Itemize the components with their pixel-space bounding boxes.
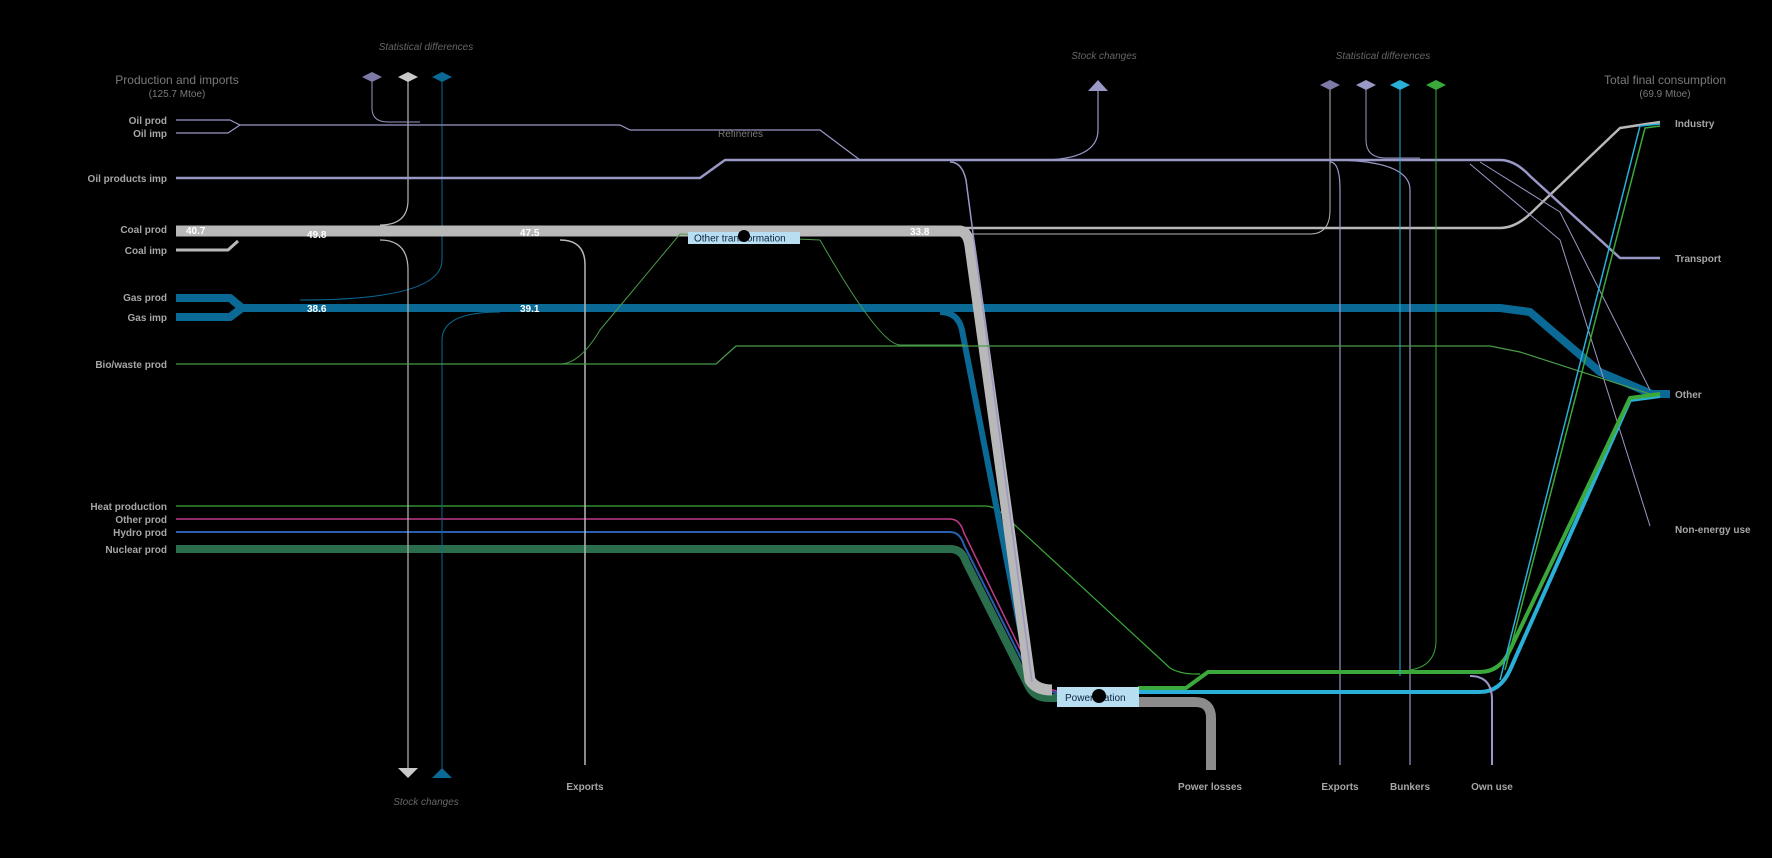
flow-oil-to-nonenergy xyxy=(1469,163,1651,527)
flow-value: 47.5 xyxy=(520,228,540,239)
flow-bio xyxy=(176,345,1651,395)
stat-diff-left-label: Statistical differences xyxy=(379,42,474,53)
other-transformation-handle-icon[interactable] xyxy=(738,230,750,242)
flow-value: 49.8 xyxy=(307,230,327,241)
flow-value: 39.1 xyxy=(520,304,540,315)
sink-label[interactable]: Other xyxy=(1675,390,1702,401)
flow-oil-bunkers xyxy=(1329,159,1411,765)
source-label[interactable]: Heat production xyxy=(90,502,167,513)
flow-oil-to-other xyxy=(1479,161,1651,391)
flow-coal-imp xyxy=(176,239,240,252)
flow-value: 40.7 xyxy=(186,226,206,237)
flow-coal-to-industry xyxy=(960,120,1661,230)
flow-electricity xyxy=(1138,394,1661,694)
flow-coal-stat-diff xyxy=(379,78,409,226)
sink-label[interactable]: Transport xyxy=(1675,254,1722,265)
right-header-title: Total final consumption xyxy=(1604,73,1726,87)
flow-gas-stock xyxy=(441,311,501,770)
flow-coal-stat-diff-right xyxy=(970,82,1331,235)
flow-heat-output xyxy=(1138,392,1661,690)
source-label[interactable]: Coal prod xyxy=(120,225,167,236)
diamond-icon xyxy=(398,72,418,82)
flow-gas-prod xyxy=(176,294,1670,398)
transformation-nodes: Other transformation Power station Refin… xyxy=(688,129,1139,707)
stock-changes-bottom-label: Stock changes xyxy=(393,797,459,808)
flow-power-losses xyxy=(1135,697,1216,770)
triangle-up-icon xyxy=(1088,80,1108,91)
source-label[interactable]: Other prod xyxy=(115,515,167,526)
diamond-icon xyxy=(1356,80,1376,90)
flow-value: 33.8 xyxy=(910,227,930,238)
flows xyxy=(176,78,1670,770)
source-label[interactable]: Gas prod xyxy=(123,293,167,304)
bottom-labels: Exports Power losses Exports Bunkers Own… xyxy=(566,782,1513,793)
bottom-label[interactable]: Power losses xyxy=(1178,782,1242,793)
markers xyxy=(362,72,1446,778)
flow-heat xyxy=(176,505,1200,675)
flow-nuclear xyxy=(176,545,1062,702)
source-label[interactable]: Gas imp xyxy=(128,313,167,324)
flow-other-prod xyxy=(176,518,1061,693)
bottom-label[interactable]: Exports xyxy=(1321,782,1359,793)
flow-oil-stock-top xyxy=(1039,82,1099,161)
flow-oil-to-power xyxy=(949,161,1033,683)
flow-coal-stock xyxy=(379,239,409,770)
stat-diff-right-label: Statistical differences xyxy=(1336,51,1431,62)
flow-oil-stat-diff-right xyxy=(1365,82,1420,159)
flow-gas-stat-diff xyxy=(299,78,443,301)
bottom-label[interactable]: Exports xyxy=(566,782,604,793)
source-label[interactable]: Oil imp xyxy=(133,129,167,140)
right-header-total: (69.9 Mtoe) xyxy=(1639,89,1690,100)
flow-own-use xyxy=(1469,675,1493,765)
source-label[interactable]: Hydro prod xyxy=(113,528,167,539)
flow-electricity-industry xyxy=(1499,123,1661,681)
sink-labels: Industry Transport Other Non-energy use xyxy=(1675,119,1751,536)
source-label[interactable]: Oil prod xyxy=(129,116,167,127)
diamond-icon xyxy=(1426,80,1446,90)
diamond-icon xyxy=(432,72,452,82)
flow-heat-industry xyxy=(1504,125,1661,671)
flow-gas-to-power xyxy=(939,309,1053,695)
flow-oil-imp xyxy=(176,124,241,134)
diamond-icon xyxy=(362,72,382,82)
flow-green-stat xyxy=(1409,82,1437,671)
source-label[interactable]: Nuclear prod xyxy=(105,545,167,556)
left-header-total: (125.7 Mtoe) xyxy=(149,89,206,100)
source-label[interactable]: Bio/waste prod xyxy=(95,360,167,371)
diamond-icon xyxy=(1320,80,1340,90)
flow-oil-exports xyxy=(1329,161,1341,765)
flow-hydro xyxy=(176,531,1061,695)
headers: Production and imports (125.7 Mtoe) Tota… xyxy=(115,42,1726,808)
bottom-label[interactable]: Bunkers xyxy=(1390,782,1430,793)
triangle-down-icon xyxy=(398,768,418,778)
stock-changes-top-label: Stock changes xyxy=(1071,51,1137,62)
flow-coal-prod xyxy=(176,225,1053,696)
flow-oil-prod xyxy=(176,119,861,161)
power-station-handle-icon[interactable] xyxy=(1092,689,1106,703)
flow-oil-stat-diff xyxy=(371,78,420,123)
source-labels: Oil prod Oil imp Oil products imp Coal p… xyxy=(88,116,167,556)
flow-value: 38.6 xyxy=(307,304,327,315)
flow-values: 40.7 49.8 47.5 33.8 38.6 39.1 xyxy=(186,226,930,315)
flow-gas-imp xyxy=(176,304,245,321)
flow-oil-products xyxy=(176,158,1660,260)
sink-label[interactable]: Industry xyxy=(1675,119,1715,130)
bottom-label[interactable]: Own use xyxy=(1471,782,1513,793)
flow-coal-exports xyxy=(559,239,586,765)
triangle-up-icon xyxy=(432,768,452,778)
flow-bio-to-other-trans xyxy=(559,233,965,365)
source-label[interactable]: Oil products imp xyxy=(88,174,167,185)
left-header-title: Production and imports xyxy=(115,73,238,87)
diamond-icon xyxy=(1390,80,1410,90)
sink-label[interactable]: Non-energy use xyxy=(1675,525,1751,536)
refineries-label: Refineries xyxy=(718,129,763,140)
source-label[interactable]: Coal imp xyxy=(125,246,167,257)
